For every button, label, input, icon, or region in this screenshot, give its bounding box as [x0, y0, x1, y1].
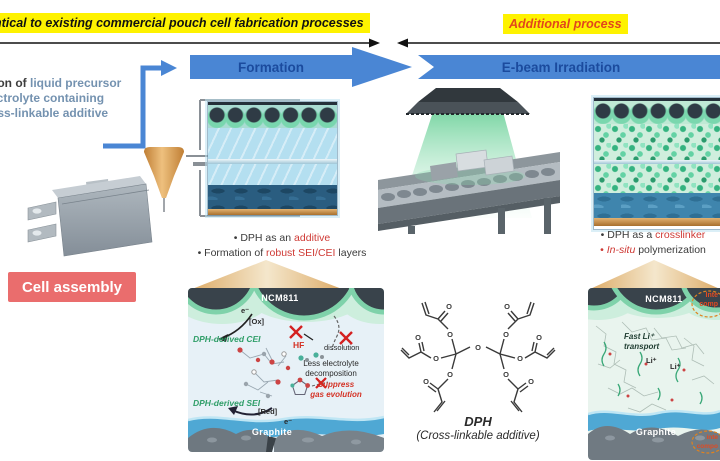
injection-note: tion of liquid precursor ectrolyte conta…	[0, 76, 121, 121]
ox-label: [Ox]	[249, 317, 264, 326]
crosslinked-cell-cross-section	[593, 97, 720, 230]
injection-line1-dark: tion of	[0, 76, 27, 90]
injection-line1-blue: liquid precursor	[29, 76, 122, 90]
identical-span-arrow	[0, 38, 380, 48]
ebeam-note1: • DPH as a	[600, 229, 656, 241]
graphite-anode-layer	[208, 185, 337, 209]
electron-ox-label: e⁻	[241, 306, 250, 315]
formation-note2-keyword: robust SEI/CEI	[266, 247, 336, 259]
polymer-electrolyte-upper-layer	[594, 124, 720, 160]
pouch-cell-illustration	[27, 176, 153, 257]
dph-caption: (Cross-linkable additive)	[416, 430, 540, 442]
sei-cei-mechanism-panel: NCM811 e⁻ [Ox] DPH-derived CEI HF dissol…	[188, 288, 384, 452]
o-atom: O	[475, 343, 481, 352]
cei-label: DPH-derived CEI	[193, 334, 261, 344]
anode-label: Graphite	[251, 427, 293, 437]
ebeam-notes: • DPH as a crosslinker • In-situ polymer…	[578, 228, 720, 258]
formation-note1: • DPH as an	[233, 232, 295, 244]
identical-process-label: ntical to existing commercial pouch cell…	[0, 13, 370, 33]
injection-line3: oss-linkable additive	[0, 106, 109, 120]
less-decomposition-label: Less electrolyte	[303, 359, 359, 368]
svg-text:O: O	[504, 302, 510, 311]
svg-text:O: O	[528, 377, 534, 386]
formation-note2: • Formation of	[197, 247, 267, 259]
formation-notes: • DPH as an additive • Formation of robu…	[186, 231, 378, 261]
polymer-electrolyte-lower-layer	[594, 164, 720, 193]
li-ion-label-1: Li⁺	[646, 356, 657, 365]
ebeam-banner-text: E-beam Irradiation	[501, 59, 621, 75]
svg-text:O: O	[415, 333, 421, 342]
li-ion-label-2: Li⁺	[670, 362, 681, 371]
svg-text:O: O	[503, 330, 509, 339]
banner-ebeam: E-beam Irradiation	[430, 55, 692, 79]
svg-text:O: O	[536, 333, 542, 342]
hf-label: HF	[293, 340, 305, 350]
ebeam-note1-keyword: crosslinker	[655, 229, 706, 241]
ebeam-machine-illustration	[378, 88, 560, 234]
current-collector-layer	[594, 218, 720, 226]
svg-text:O: O	[423, 377, 429, 386]
formation-banner-text: Formation	[238, 59, 304, 75]
ebeam-note2-post: polymerization	[635, 244, 706, 256]
cell-assembly-badge: Cell assembly	[8, 272, 136, 302]
ebeam-note2-bullet: •	[600, 244, 607, 256]
formation-note2-post: layers	[335, 247, 367, 259]
red-reduction-label: [Red]	[258, 407, 278, 416]
zoom-cone-left	[192, 260, 342, 289]
current-collector-layer	[208, 209, 337, 215]
cathode-particles-layer	[208, 102, 337, 128]
dph-structure-drawing: O OO OO OO OO OO OO	[400, 301, 556, 413]
cathode-label: NCM811	[261, 293, 299, 303]
svg-text:O: O	[517, 354, 523, 363]
injection-line2: ectrolyte containing	[0, 91, 105, 105]
suppress-label2: gas evolution	[310, 390, 362, 399]
svg-text:O: O	[433, 354, 439, 363]
formation-cell-cross-section	[207, 101, 338, 216]
additional-process-label: Additional process	[503, 14, 628, 34]
suppress-label: Suppress	[317, 380, 355, 389]
additional-span-arrow	[397, 38, 720, 48]
formation-banner-arrow	[190, 47, 412, 87]
dph-name: DPH	[464, 414, 492, 429]
electrolyte-upper-layer	[208, 128, 337, 159]
banner-formation: Formation	[190, 55, 352, 79]
fast-li-label: Fast Li⁺	[624, 332, 655, 341]
dissolution-label: dissolution	[324, 343, 360, 352]
additional-process-text: Additional process	[509, 17, 622, 31]
ebeam-note2-keyword: In-situ	[606, 244, 636, 256]
zoom-cone-right	[590, 260, 720, 289]
separator-layer	[208, 159, 337, 164]
sei-label: DPH-derived SEI	[193, 398, 261, 408]
svg-text:O: O	[503, 370, 509, 379]
anode-label: Graphite	[635, 427, 677, 437]
cathode-label: NCM811	[645, 294, 683, 304]
separator-layer	[594, 160, 720, 164]
electron-red-label: e⁻	[284, 417, 293, 426]
identical-process-text: ntical to existing commercial pouch cell…	[0, 16, 364, 30]
electrolyte-funnel-icon	[144, 147, 184, 212]
svg-text:O: O	[446, 302, 452, 311]
electrolyte-lower-layer	[208, 164, 337, 185]
cell-assembly-text: Cell assembly	[21, 278, 123, 296]
fast-li-label2: transport	[624, 342, 660, 351]
assembly-to-formation-arrow	[103, 60, 177, 149]
svg-text:O: O	[447, 330, 453, 339]
graphite-anode-layer	[594, 193, 720, 218]
ebeam-banner	[418, 55, 720, 79]
formation-note1-keyword: additive	[294, 232, 331, 244]
svg-text:O: O	[447, 370, 453, 379]
cathode-particles-layer	[594, 98, 720, 124]
less-decomposition-label2: decomposition	[305, 369, 357, 378]
